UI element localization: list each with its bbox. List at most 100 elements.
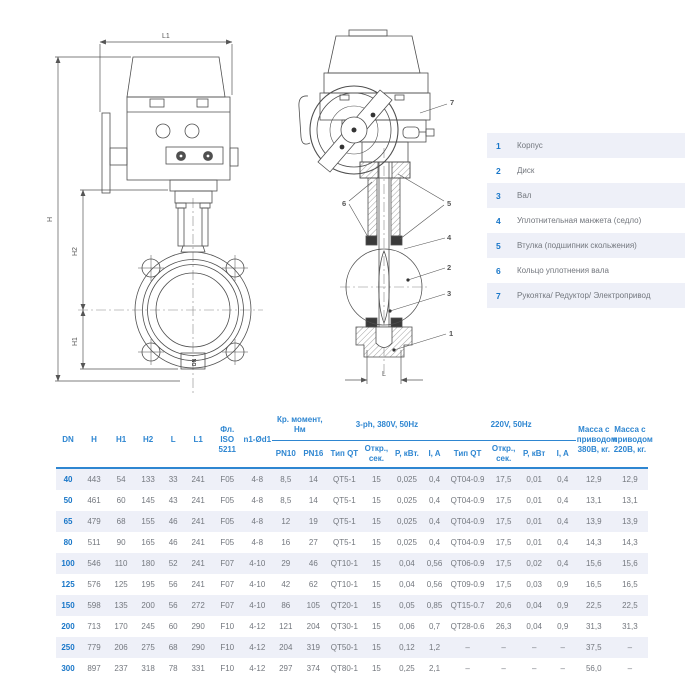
table-cell: 19 [299,511,328,532]
table-cell: 14 [308,496,318,505]
table-cell: 1,2 [422,637,447,658]
table-cell: 0,01 [526,496,542,505]
front-view-drawing: DN L1 H H2 H1 [47,33,263,393]
col-header-h1: H1 [108,412,135,469]
table-cell: 15 [371,664,381,673]
dn-cell: 200 [61,622,75,631]
table-cell: 110 [108,553,135,574]
dim-h1-label: H1 [72,337,79,346]
table-cell: QT30-1 [330,622,358,631]
table-cell: 56 [162,595,185,616]
table-cell: 241 [184,468,213,490]
table-cell: 374 [306,664,320,673]
table-cell: 297 [279,664,293,673]
dn-cell: 100 [56,553,81,574]
table-cell: F10 [212,637,243,658]
table-cell: QT04-0.9 [450,538,485,547]
col-header-flange: Фл. ISO 5211 [212,412,243,469]
table-cell: 318 [141,664,155,673]
table-cell: 27 [308,538,318,547]
table-cell: 14,3 [585,538,602,547]
table-cell: 43 [168,496,178,505]
col-header-pn16: PN16 [299,440,328,469]
table-cell: 4-10 [242,595,273,616]
table-cell: 0,4 [422,468,447,490]
technical-drawings: DN L1 H H2 H1 [47,29,454,393]
table-cell: 195 [141,580,155,589]
table-cell: 22,5 [575,595,612,616]
table-cell: 13,9 [611,511,648,532]
table-cell: 290 [191,622,205,631]
table-cell: 779 [80,637,109,658]
legend-item-number: 1 [496,140,501,151]
table-cell: 0,4 [557,538,569,547]
table-cell: 0,01 [518,511,550,532]
legend-item: 1 Корпус [487,133,685,158]
table-cell: 0,01 [526,538,542,547]
table-cell: 0,56 [426,580,443,589]
table-cell: QT09-0.9 [450,580,485,589]
table-cell: 121 [279,622,293,631]
table-cell: 15 [361,511,392,532]
table-cell: 4-12 [242,637,273,658]
table-cell: 241 [191,538,205,547]
table-cell: QT04-0.9 [446,511,489,532]
callout-7: 7 [450,98,454,107]
table-cell: 241 [191,580,205,589]
table-cell: 46 [162,511,185,532]
table-cell: 17,5 [488,511,519,532]
table-cell: 0,05 [391,595,423,616]
table-cell: 15 [361,468,392,490]
table-cell: 272 [184,595,213,616]
table-cell: 8,5 [280,496,292,505]
table-cell: 15 [371,622,381,631]
table-cell: 145 [141,496,155,505]
legend-item-label: Корпус [517,140,543,150]
callout-4: 4 [447,233,452,242]
table-cell: F05 [220,538,235,547]
table-cell: 461 [87,496,101,505]
table-cell: 37,5 [575,637,612,658]
callout-3: 3 [447,289,451,298]
table-cell: 443 [80,468,109,490]
table-cell: 46 [299,553,328,574]
dim-h-label: H [47,217,54,222]
table-cell: 4-8 [251,496,264,505]
table-cell: 125 [114,580,128,589]
table-cell: 713 [87,622,101,631]
col-header-mass220: Масса с приводом 220В, кг. [611,412,653,469]
table-cell: 15 [371,580,381,589]
table-cell: 46 [168,538,178,547]
table-cell: 0,02 [518,553,550,574]
table-cell: QT5-1 [333,538,356,547]
table-cell: F07 [212,553,243,574]
table-cell: 897 [87,664,101,673]
dim-h2-label: H2 [72,247,79,256]
dn-cell: 125 [61,580,75,589]
table-cell: QT20-1 [327,595,362,616]
table-cell: 17,5 [495,538,512,547]
table-cell: 0,04 [518,595,550,616]
table-cell: 86 [272,595,300,616]
legend-item-number: 3 [496,190,501,201]
table-cell: 237 [114,664,128,673]
table-cell: QT04-0.9 [450,496,485,505]
col-header-l: L [162,412,185,469]
table-cell: 14,3 [622,538,638,547]
table-cell: 4-10 [249,580,266,589]
table-cell: 90 [116,538,126,547]
table-cell: 15 [371,496,381,505]
table-cell: 0,04 [391,553,423,574]
col-header-220-power: P, кВт [518,440,550,469]
col-header-380-type: Тип QT [327,440,362,469]
table-cell: 0,25 [399,664,415,673]
